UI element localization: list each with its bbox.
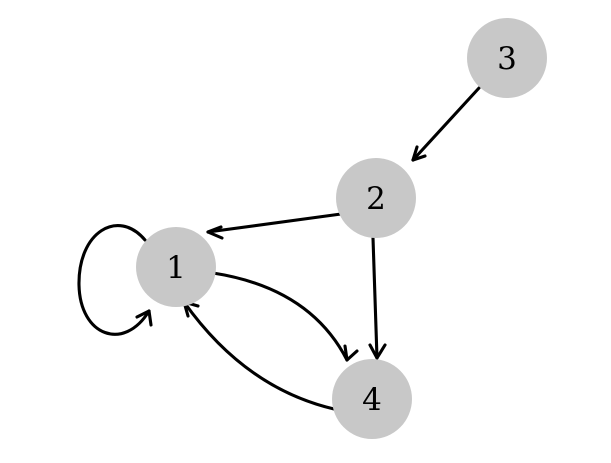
- edge-2-to-1-arrowhead: [206, 225, 224, 240]
- edge-4-to-1-line: [182, 300, 336, 411]
- edge-2-to-4-arrowhead: [368, 343, 387, 360]
- node-4-label: 4: [362, 382, 382, 418]
- node-2-label: 2: [366, 181, 386, 217]
- node-3-circle[interactable]: [467, 18, 547, 98]
- edge-1-to-4-arrowhead: [343, 344, 359, 362]
- edge-2-to-4-line: [371, 236, 379, 360]
- edge-1-to-4[interactable]: [211, 271, 359, 362]
- edge-1-to-4-line: [211, 271, 349, 362]
- edge-4-to-1[interactable]: [182, 300, 336, 411]
- node-3[interactable]: 3: [467, 18, 547, 98]
- node-3-label: 3: [497, 41, 517, 77]
- node-1[interactable]: 1: [136, 227, 216, 307]
- node-1-circle[interactable]: [136, 227, 216, 307]
- edge-3-to-2-line: [411, 86, 481, 162]
- edges-layer: [77, 86, 481, 411]
- node-4[interactable]: 4: [332, 359, 412, 439]
- edge-3-to-2[interactable]: [411, 86, 481, 162]
- edge-2-to-4[interactable]: [368, 236, 387, 360]
- nodes-layer: 1 2 3 4: [136, 18, 547, 439]
- node-1-label: 1: [166, 250, 186, 286]
- node-2-circle[interactable]: [336, 158, 416, 238]
- edge-1-to-1-arrowhead: [135, 309, 153, 327]
- node-4-circle[interactable]: [332, 359, 412, 439]
- edge-1-to-1-self-loop[interactable]: [77, 224, 153, 336]
- edge-3-to-2-arrowhead: [411, 145, 427, 162]
- edge-2-to-1[interactable]: [206, 212, 343, 240]
- edge-2-to-1-line: [206, 212, 343, 234]
- node-2[interactable]: 2: [336, 158, 416, 238]
- edge-1-to-1-loop-line: [77, 224, 151, 336]
